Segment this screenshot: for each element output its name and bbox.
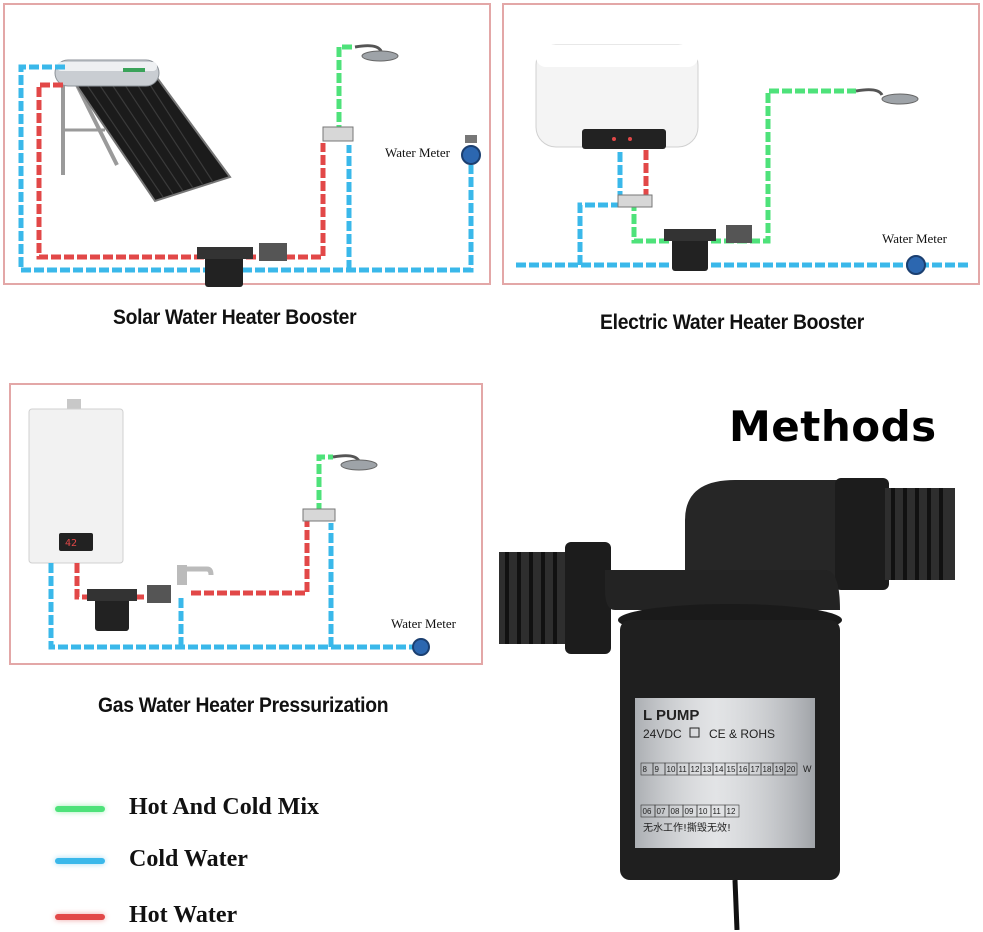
gas-water-heater-illustration: 42 [28, 399, 124, 564]
scale-label: 10 [667, 765, 676, 774]
scale-cell [784, 762, 798, 776]
legend-label-hot: Hot Water [129, 902, 238, 928]
scale-label: 07 [657, 807, 666, 816]
scale-label: 18 [763, 765, 772, 774]
booster-pump-icon [664, 225, 752, 271]
scale-label: 17 [751, 765, 760, 774]
scale-label: 9 [655, 765, 660, 774]
scale-label: 06 [643, 807, 652, 816]
pump-date-scale: 06 07 08 09 10 11 12 [640, 804, 740, 818]
solar-caption: Solar Water Heater Booster [113, 306, 357, 329]
inlet-thread [499, 542, 611, 654]
scale-label: 11 [679, 765, 688, 774]
faucet-icon [177, 565, 214, 585]
scale-cell [724, 804, 740, 818]
pump-label-title: L PUMP [643, 707, 699, 724]
pump-label-warning: 无水工作!撕毁无效! [643, 821, 731, 834]
outlet-thread [885, 488, 955, 580]
booster-pump-icon [87, 585, 171, 631]
scale-label: 14 [715, 765, 724, 774]
scale-label: 13 [703, 765, 712, 774]
water-meter-icon [461, 135, 481, 165]
svg-text:42: 42 [65, 538, 77, 549]
solar-diagram [18, 44, 481, 287]
shower-head-icon [332, 454, 378, 471]
legend-label-mix: Hot And Cold Mix [129, 794, 320, 820]
hot-swatch [55, 914, 105, 920]
pump-label-spec: 24VDC [643, 727, 682, 741]
electric-water-meter-label: Water Meter [882, 231, 947, 246]
gas-diagram: 42 [28, 399, 430, 656]
scale-label: 20 [787, 765, 796, 774]
scale-label: 11 [713, 807, 722, 816]
scale-label: 19 [775, 765, 784, 774]
scale-label: 12 [691, 765, 700, 774]
scale-label: 10 [699, 807, 708, 816]
scale-label: 09 [685, 807, 694, 816]
methods-title: Methods [729, 402, 937, 451]
shower-head-icon [354, 44, 399, 62]
electric-diagram [516, 44, 970, 275]
water-meter-icon [412, 638, 430, 656]
solar-diagram-panel: Water Meter [3, 3, 491, 287]
electric-diagram-panel: Water Meter [502, 3, 980, 285]
gas-caption: Gas Water Heater Pressurization [98, 694, 389, 717]
solar-water-heater-illustration [54, 59, 232, 203]
scale-label: 15 [727, 765, 736, 774]
solar-water-meter-label: Water Meter [385, 145, 450, 160]
gas-water-meter-label: Water Meter [391, 616, 456, 631]
electric-caption: Electric Water Heater Booster [600, 311, 865, 334]
water-meter-icon [906, 255, 926, 275]
scale-label: 16 [739, 765, 748, 774]
scale-label: 8 [643, 765, 648, 774]
scale-label: 08 [671, 807, 680, 816]
pump-label-cert: CE & ROHS [709, 727, 775, 741]
booster-pump-icon [197, 243, 287, 287]
scale-label: 12 [727, 807, 736, 816]
mix-swatch [55, 806, 105, 812]
pump-scale-unit: W [803, 764, 812, 774]
cold-swatch [55, 858, 105, 864]
electric-water-heater-illustration [535, 44, 699, 149]
shower-head-icon [855, 88, 919, 105]
legend-label-cold: Cold Water [129, 846, 248, 872]
gas-diagram-panel: 42 Water Meter [9, 383, 483, 665]
